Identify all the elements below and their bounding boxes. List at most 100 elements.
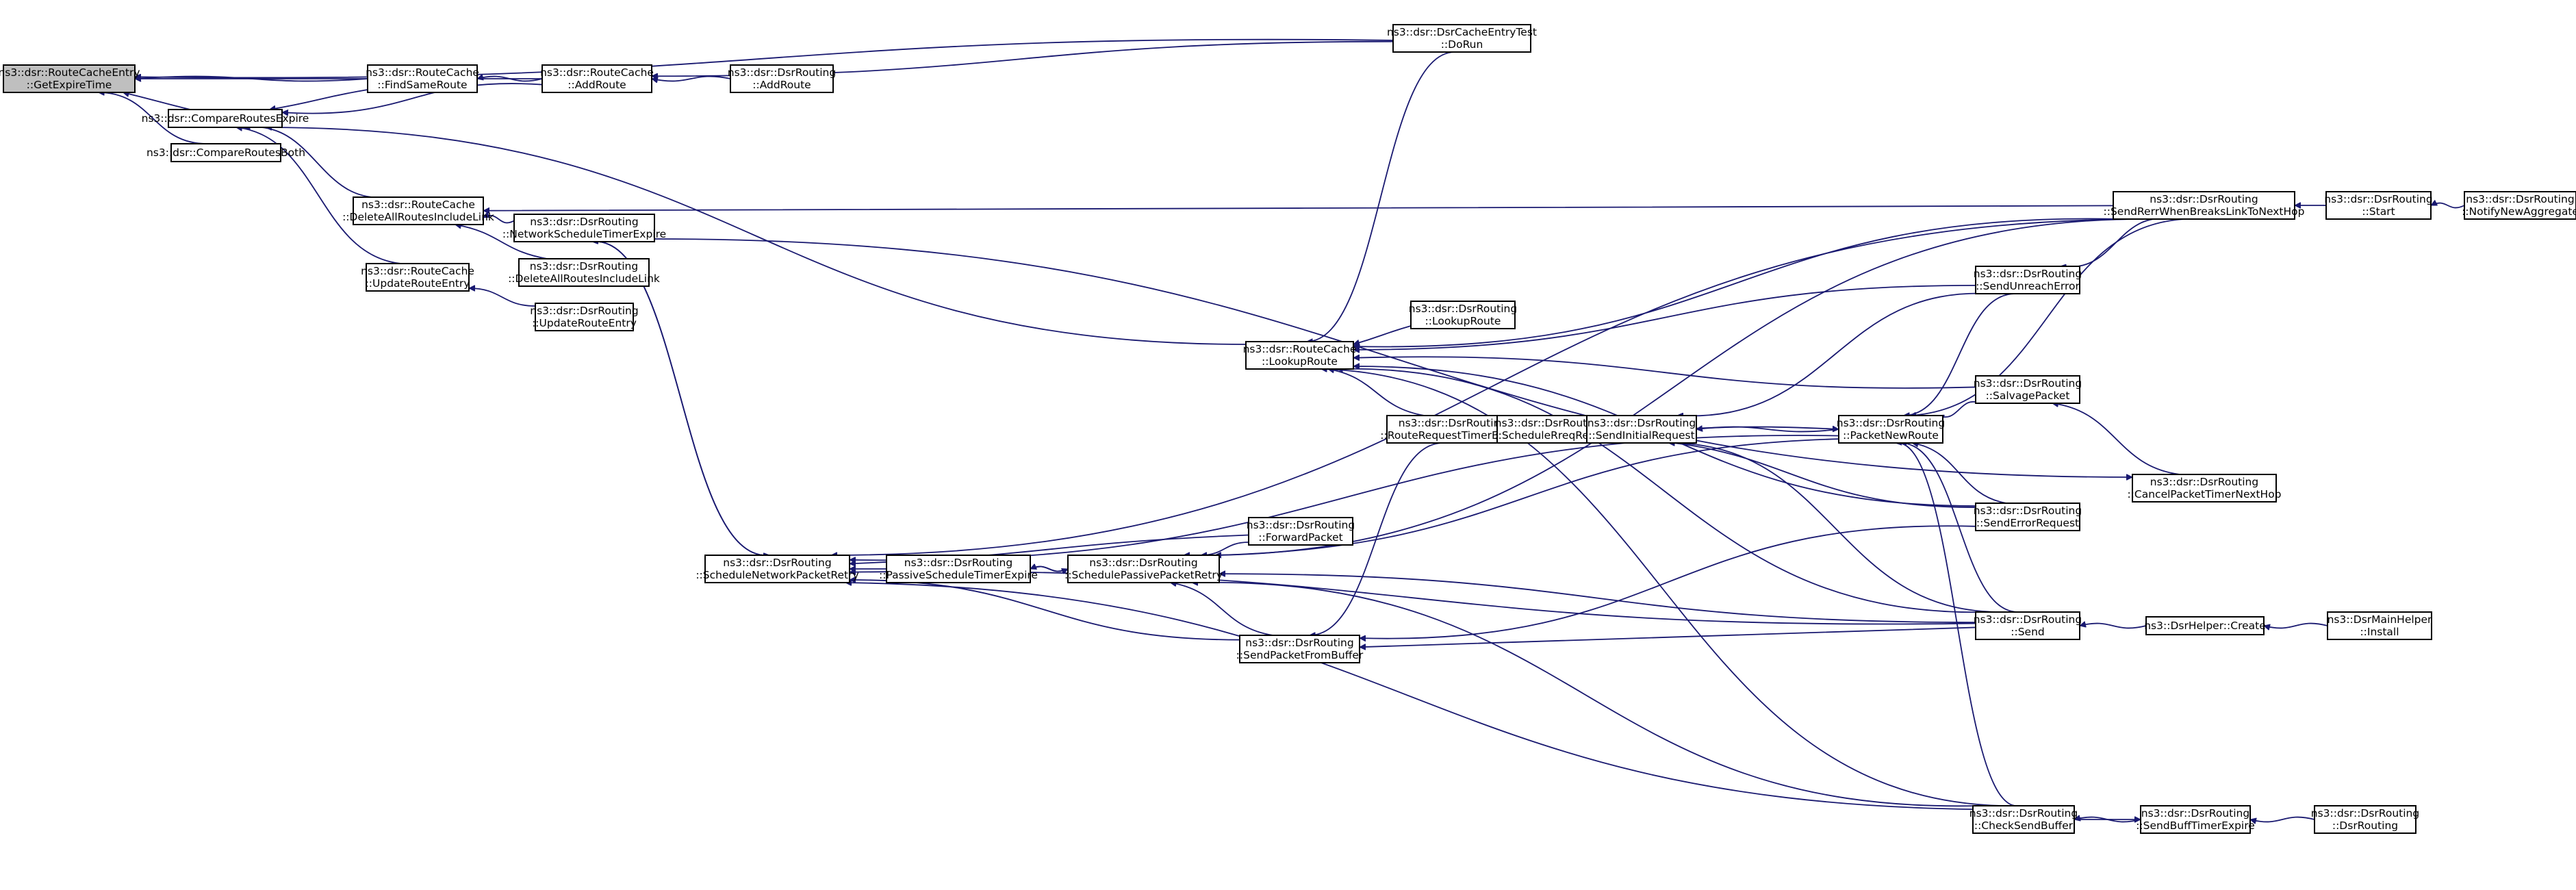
node-label: ns3::dsr::DsrRouting xyxy=(2150,193,2258,205)
node-check-send-buffer[interactable]: ns3::dsr::DsrRouting::CheckSendBuffer xyxy=(1969,805,2078,834)
edge-compare-routes-expire-to-get-expire-time xyxy=(123,92,191,110)
edge-send-to-send-initial-request xyxy=(1668,443,2001,613)
node-box xyxy=(535,303,634,331)
node-rc-update-route-entry[interactable]: ns3::dsr::RouteCache::UpdateRouteEntry xyxy=(361,263,474,292)
edge-rc-add-route-to-find-same-route xyxy=(477,77,543,82)
node-box xyxy=(1975,375,2080,404)
node-label: ns3::dsr::RouteCacheEntry xyxy=(0,66,140,79)
node-label: ::LookupRoute xyxy=(1262,355,1338,368)
node-label: ::ForwardPacket xyxy=(1258,531,1343,544)
node-label: ::SchedulePassivePacketRetry xyxy=(1064,569,1223,581)
node-label: ::GetExpireTime xyxy=(27,79,112,91)
node-label: ::SalvagePacket xyxy=(1986,390,2070,402)
node-box xyxy=(2314,805,2416,834)
node-box xyxy=(1975,266,2080,294)
node-label: ::ScheduleNetworkPacketRetry xyxy=(696,569,858,581)
edge-find-same-route-to-get-expire-time xyxy=(135,77,368,81)
node-label: ns3::dsr::RouteCache xyxy=(540,66,654,79)
node-box xyxy=(1838,415,1943,444)
edge-route-request-timer-expire-to-send-packet-from-buffer xyxy=(1309,442,1444,635)
node-box xyxy=(170,143,281,162)
node-start[interactable]: ns3::dsr::DsrRouting::Start xyxy=(2324,191,2433,220)
node-label: ::PacketNewRoute xyxy=(1843,429,1939,442)
node-rc-lookup-route[interactable]: ns3::dsr::RouteCache::LookupRoute xyxy=(1243,341,1357,370)
edge-notify-new-aggregate-to-start xyxy=(2431,203,2465,209)
node-dsr-helper-create[interactable]: ns3::DsrHelper::Create xyxy=(2144,616,2266,635)
node-box xyxy=(1239,635,1360,663)
node-box xyxy=(2145,616,2265,635)
node-network-schedule-timer-expire[interactable]: ns3::dsr::DsrRouting::NetworkScheduleTim… xyxy=(502,214,666,242)
node-box xyxy=(2113,191,2295,220)
node-label: ::SendPacketFromBuffer xyxy=(1236,649,1364,661)
node-dr-add-route[interactable]: ns3::dsr::DsrRouting::AddRoute xyxy=(728,64,836,93)
edge-passive-schedule-timer-expire-to-schedule-passive-packet-retry xyxy=(1030,565,1068,572)
node-send-rerr-when-breaks-link-to-next-hop[interactable]: ns3::dsr::DsrRouting::SendRerrWhenBreaks… xyxy=(2104,191,2305,220)
node-label: ns3::DsrHelper::Create xyxy=(2144,620,2266,632)
edge-send-rerr-when-breaks-link-to-next-hop-to-schedule-network-packet-retry xyxy=(831,218,2151,555)
node-get-expire-time[interactable]: ns3::dsr::RouteCacheEntry::GetExpireTime xyxy=(0,64,140,93)
edge-rc-add-route-to-compare-routes-expire xyxy=(282,83,543,114)
node-label: ns3::dsr::DsrRouting xyxy=(2150,476,2258,488)
edge-check-send-buffer-to-schedule-passive-packet-retry xyxy=(1192,583,1978,807)
node-label: ns3::dsr::DsrRouting xyxy=(728,66,836,79)
node-dr-lookup-route[interactable]: ns3::dsr::DsrRouting::LookupRoute xyxy=(1409,301,1517,329)
node-label: ::SendBuffTimerExpire xyxy=(2136,819,2255,832)
node-notify-new-aggregate[interactable]: ns3::dsr::DsrRouting::NotifyNewAggregate xyxy=(2462,191,2576,220)
node-label: ::SendUnreachError xyxy=(1976,280,2080,292)
edge-send-to-send-packet-from-buffer xyxy=(1360,626,1976,647)
node-label: ::DsrRouting xyxy=(2332,819,2398,832)
node-send-initial-request[interactable]: ns3::dsr::DsrRouting::SendInitialRequest xyxy=(1586,415,1697,444)
node-label: ::AddRoute xyxy=(568,79,626,91)
edge-send-to-schedule-passive-packet-retry xyxy=(1219,574,1976,624)
node-box xyxy=(541,64,652,93)
node-send-buff-timer-expire[interactable]: ns3::dsr::DsrRouting::SendBuffTimerExpir… xyxy=(2136,805,2255,834)
node-schedule-network-packet-retry[interactable]: ns3::dsr::DsrRouting::ScheduleNetworkPac… xyxy=(696,555,859,583)
node-label: ns3::dsr::DsrRouting xyxy=(723,557,831,569)
node-dr-delete-all-routes-include-link[interactable]: ns3::dsr::DsrRouting::DeleteAllRoutesInc… xyxy=(508,258,660,287)
edge-dr-add-route-to-rc-add-route xyxy=(652,75,731,81)
node-label: ns3::dsr::DsrRouting xyxy=(1247,519,1355,531)
node-send[interactable]: ns3::dsr::DsrRouting::Send xyxy=(1974,611,2082,640)
node-rc-add-route[interactable]: ns3::dsr::RouteCache::AddRoute xyxy=(540,64,654,93)
node-label: ns3::dsr::CompareRoutesExpire xyxy=(142,112,309,125)
edge-salvage-packet-to-rc-lookup-route xyxy=(1353,357,1976,389)
node-label: ns3::dsr::DsrRouting xyxy=(1974,377,2082,390)
node-dr-update-route-entry[interactable]: ns3::dsr::DsrRouting::UpdateRouteEntry xyxy=(530,303,639,331)
node-forward-packet[interactable]: ns3::dsr::DsrRouting::ForwardPacket xyxy=(1247,517,1355,546)
node-label: ::CheckSendBuffer xyxy=(1974,819,2074,832)
node-box xyxy=(1975,611,2080,640)
node-label: ns3::DsrMainHelper xyxy=(2328,613,2432,626)
edge-compare-routes-both-to-get-expire-time xyxy=(98,92,207,144)
node-label: ns3::dsr::DsrRouting xyxy=(1089,557,1197,569)
node-label: ::Install xyxy=(2360,626,2399,638)
edge-network-schedule-timer-expire-to-schedule-network-packet-retry xyxy=(591,241,769,555)
edge-route-request-timer-expire-to-rc-lookup-route xyxy=(1328,369,1425,416)
node-compare-routes-both[interactable]: ns3::dsr::CompareRoutesBoth xyxy=(146,143,305,162)
node-send-packet-from-buffer[interactable]: ns3::dsr::DsrRouting::SendPacketFromBuff… xyxy=(1236,635,1364,663)
node-cancel-packet-timer-next-hop[interactable]: ns3::dsr::DsrRouting::CancelPacketTimerN… xyxy=(2127,474,2282,503)
node-send-error-request[interactable]: ns3::dsr::DsrRouting::SendErrorRequest xyxy=(1974,503,2082,531)
node-do-run[interactable]: ns3::dsr::DsrCacheEntryTest::DoRun xyxy=(1387,24,1537,53)
node-label: ns3::dsr::DsrRouting xyxy=(1969,807,2078,819)
node-schedule-passive-packet-retry[interactable]: ns3::dsr::DsrRouting::SchedulePassivePac… xyxy=(1064,555,1223,583)
node-label: ::SendRerrWhenBreaksLinkToNextHop xyxy=(2104,205,2305,218)
node-label: ns3::dsr::DsrRouting xyxy=(2311,807,2419,819)
node-label: ::DoRun xyxy=(1441,38,1483,51)
edge-send-rerr-when-breaks-link-to-next-hop-to-rc-lookup-route xyxy=(1353,218,2121,347)
node-find-same-route[interactable]: ns3::dsr::RouteCache::FindSameRoute xyxy=(366,64,479,93)
node-rc-delete-all-routes-include-link[interactable]: ns3::dsr::RouteCache::DeleteAllRoutesInc… xyxy=(342,196,494,225)
node-passive-schedule-timer-expire[interactable]: ns3::dsr::DsrRouting::PassiveScheduleTim… xyxy=(879,555,1038,583)
node-schedule-rreq-retry[interactable]: ns3::dsr::DsrRouting::ScheduleRreqRetry xyxy=(1494,415,1604,444)
node-dsr-main-helper-install[interactable]: ns3::DsrMainHelper::Install xyxy=(2327,611,2432,640)
node-compare-routes-expire[interactable]: ns3::dsr::CompareRoutesExpire xyxy=(142,109,309,128)
node-salvage-packet[interactable]: ns3::dsr::DsrRouting::SalvagePacket xyxy=(1974,375,2082,404)
node-send-unreach-error[interactable]: ns3::dsr::DsrRouting::SendUnreachError xyxy=(1974,266,2082,294)
node-label: ::CancelPacketTimerNextHop xyxy=(2127,488,2281,500)
node-dsr-routing-ctor[interactable]: ns3::dsr::DsrRouting::DsrRouting xyxy=(2311,805,2419,834)
node-label: ::SendInitialRequest xyxy=(1588,429,1694,442)
edge-send-rerr-when-breaks-link-to-next-hop-to-send-unreach-error xyxy=(2060,218,2172,267)
node-label: ns3::dsr::DsrRouting xyxy=(2466,193,2574,205)
node-label: ::ScheduleRreqRetry xyxy=(1494,429,1603,442)
node-label: ::NetworkScheduleTimerExpire xyxy=(502,228,666,240)
node-packet-new-route[interactable]: ns3::dsr::DsrRouting::PacketNewRoute xyxy=(1837,415,1945,444)
